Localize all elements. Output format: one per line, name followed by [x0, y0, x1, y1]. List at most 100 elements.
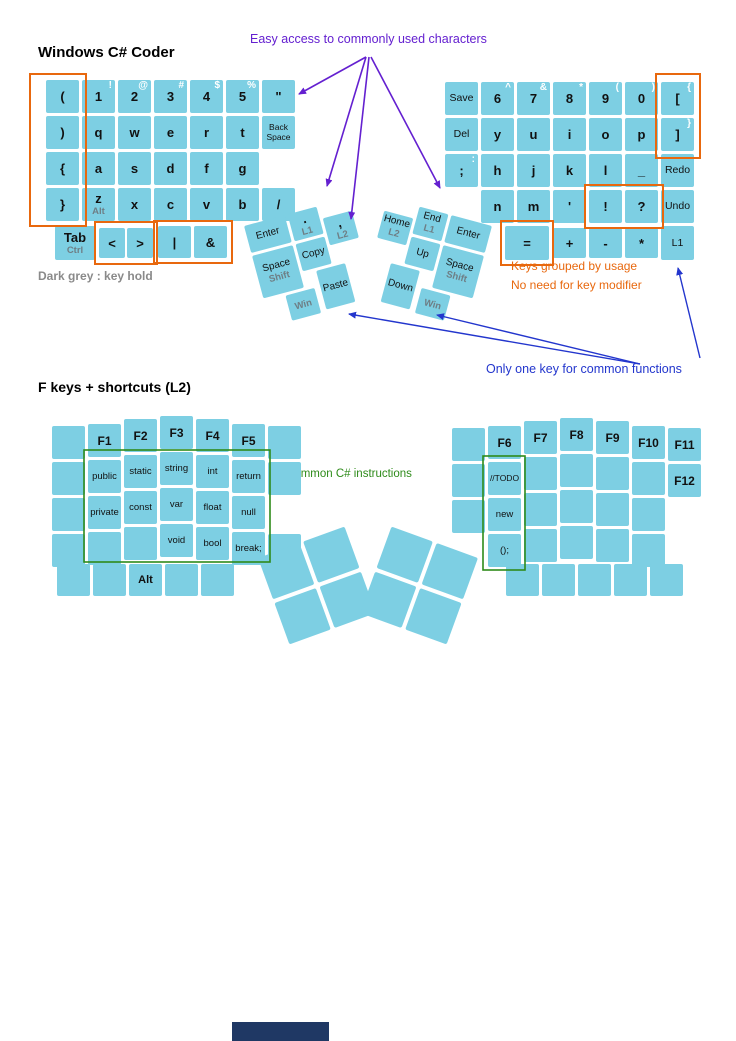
key-hold-label: L2 [386, 226, 401, 241]
key-f11: F11 [668, 428, 701, 461]
key-r: r [190, 116, 223, 149]
key-label: r [203, 125, 210, 140]
key-label: F11 [674, 437, 695, 452]
key-redo: Redo [661, 154, 694, 187]
key-e: e [154, 116, 187, 149]
key-label: d [166, 161, 175, 176]
key-": " [262, 80, 295, 113]
key-label: ? [637, 199, 646, 214]
key-blank [506, 564, 539, 596]
key-w: w [118, 116, 151, 149]
key-f10: F10 [632, 426, 665, 459]
key-//todo: //TODO [488, 462, 521, 495]
key-4: $4 [190, 80, 223, 113]
key-,: ,L2 [322, 210, 359, 246]
key-label: n [493, 199, 502, 214]
key-label: b [238, 197, 247, 212]
key-1: !1 [82, 80, 115, 113]
key-label: Back Space [266, 121, 291, 142]
key-d: d [154, 152, 187, 185]
key-blank [578, 564, 611, 596]
key-blank [268, 462, 301, 495]
key-blank [268, 426, 301, 459]
key-blank [93, 564, 126, 596]
key-blank [596, 457, 629, 490]
key-blank [405, 588, 462, 645]
key-hold-label: Ctrl [66, 244, 84, 256]
key-label: _ [637, 163, 646, 178]
key-3: #3 [154, 80, 187, 113]
key-label: 3 [166, 89, 175, 104]
key-label: 0 [637, 91, 646, 106]
key-label: Enter [254, 225, 281, 243]
key-label: { [59, 161, 66, 176]
key-win: Win [285, 287, 322, 321]
key-label: = [523, 235, 531, 251]
annotation-key-hold-legend: Dark grey : key hold [38, 269, 153, 283]
key-shift-symbol: ! [108, 80, 112, 91]
key-label: + [565, 235, 574, 251]
key-int: int [196, 455, 229, 488]
annotation-one-key: Only one key for common functions [486, 362, 682, 376]
key-label: t [240, 125, 245, 140]
key-blank [632, 534, 665, 567]
key-label: " [275, 89, 282, 104]
key-(: ( [46, 80, 79, 113]
key-g: g [226, 152, 259, 185]
key-|: | [158, 226, 191, 258]
key-*: * [625, 228, 658, 258]
key-label: | [172, 234, 177, 250]
key-blank [52, 498, 85, 531]
key-label: Del [453, 128, 470, 141]
key-string: string [160, 452, 193, 485]
key-label: F5 [241, 433, 256, 448]
key-!: ! [589, 190, 622, 223]
key-f3: F3 [160, 416, 193, 449]
key-void: void [160, 524, 193, 557]
key-public: public [88, 460, 121, 493]
key-undo: Undo [661, 190, 694, 223]
key-label: . [300, 210, 308, 227]
key-label: F7 [533, 430, 548, 445]
key-alt: Alt [129, 564, 162, 596]
key-f5: F5 [232, 424, 265, 457]
key-f7: F7 [524, 421, 557, 454]
key-label: & [205, 234, 216, 250]
key-2: @2 [118, 80, 151, 113]
key-label: Up [414, 246, 431, 261]
key-label: x [130, 197, 139, 212]
key-label: ] [675, 127, 680, 142]
key-copy: Copy [295, 236, 332, 272]
key-6: ^6 [481, 82, 514, 115]
key-label: ( [60, 89, 65, 104]
key-label: } [59, 197, 66, 212]
key-label: return [236, 470, 261, 482]
key-8: *8 [553, 82, 586, 115]
key-label: const [129, 501, 152, 513]
key-blank [596, 529, 629, 562]
key-shift-symbol: & [539, 82, 547, 93]
key-label: //TODO [489, 472, 520, 483]
key-blank [52, 534, 85, 567]
footer-bar [232, 1022, 329, 1041]
key-blank [165, 564, 198, 596]
key-label: Alt [138, 573, 153, 586]
key-]: }] [661, 118, 694, 151]
key-label: Redo [664, 164, 691, 177]
key-blank [57, 564, 90, 596]
key-l: l [589, 154, 622, 187]
key-0: )0 [625, 82, 658, 115]
key-x: x [118, 188, 151, 221]
key-_: _ [625, 154, 658, 187]
key-blank [524, 457, 557, 490]
key-blank [452, 464, 485, 497]
key-label: Save [449, 92, 474, 105]
layout-title-main: Windows C# Coder [38, 44, 175, 61]
key-5: %5 [226, 80, 259, 113]
key-label: Tab [63, 229, 87, 245]
